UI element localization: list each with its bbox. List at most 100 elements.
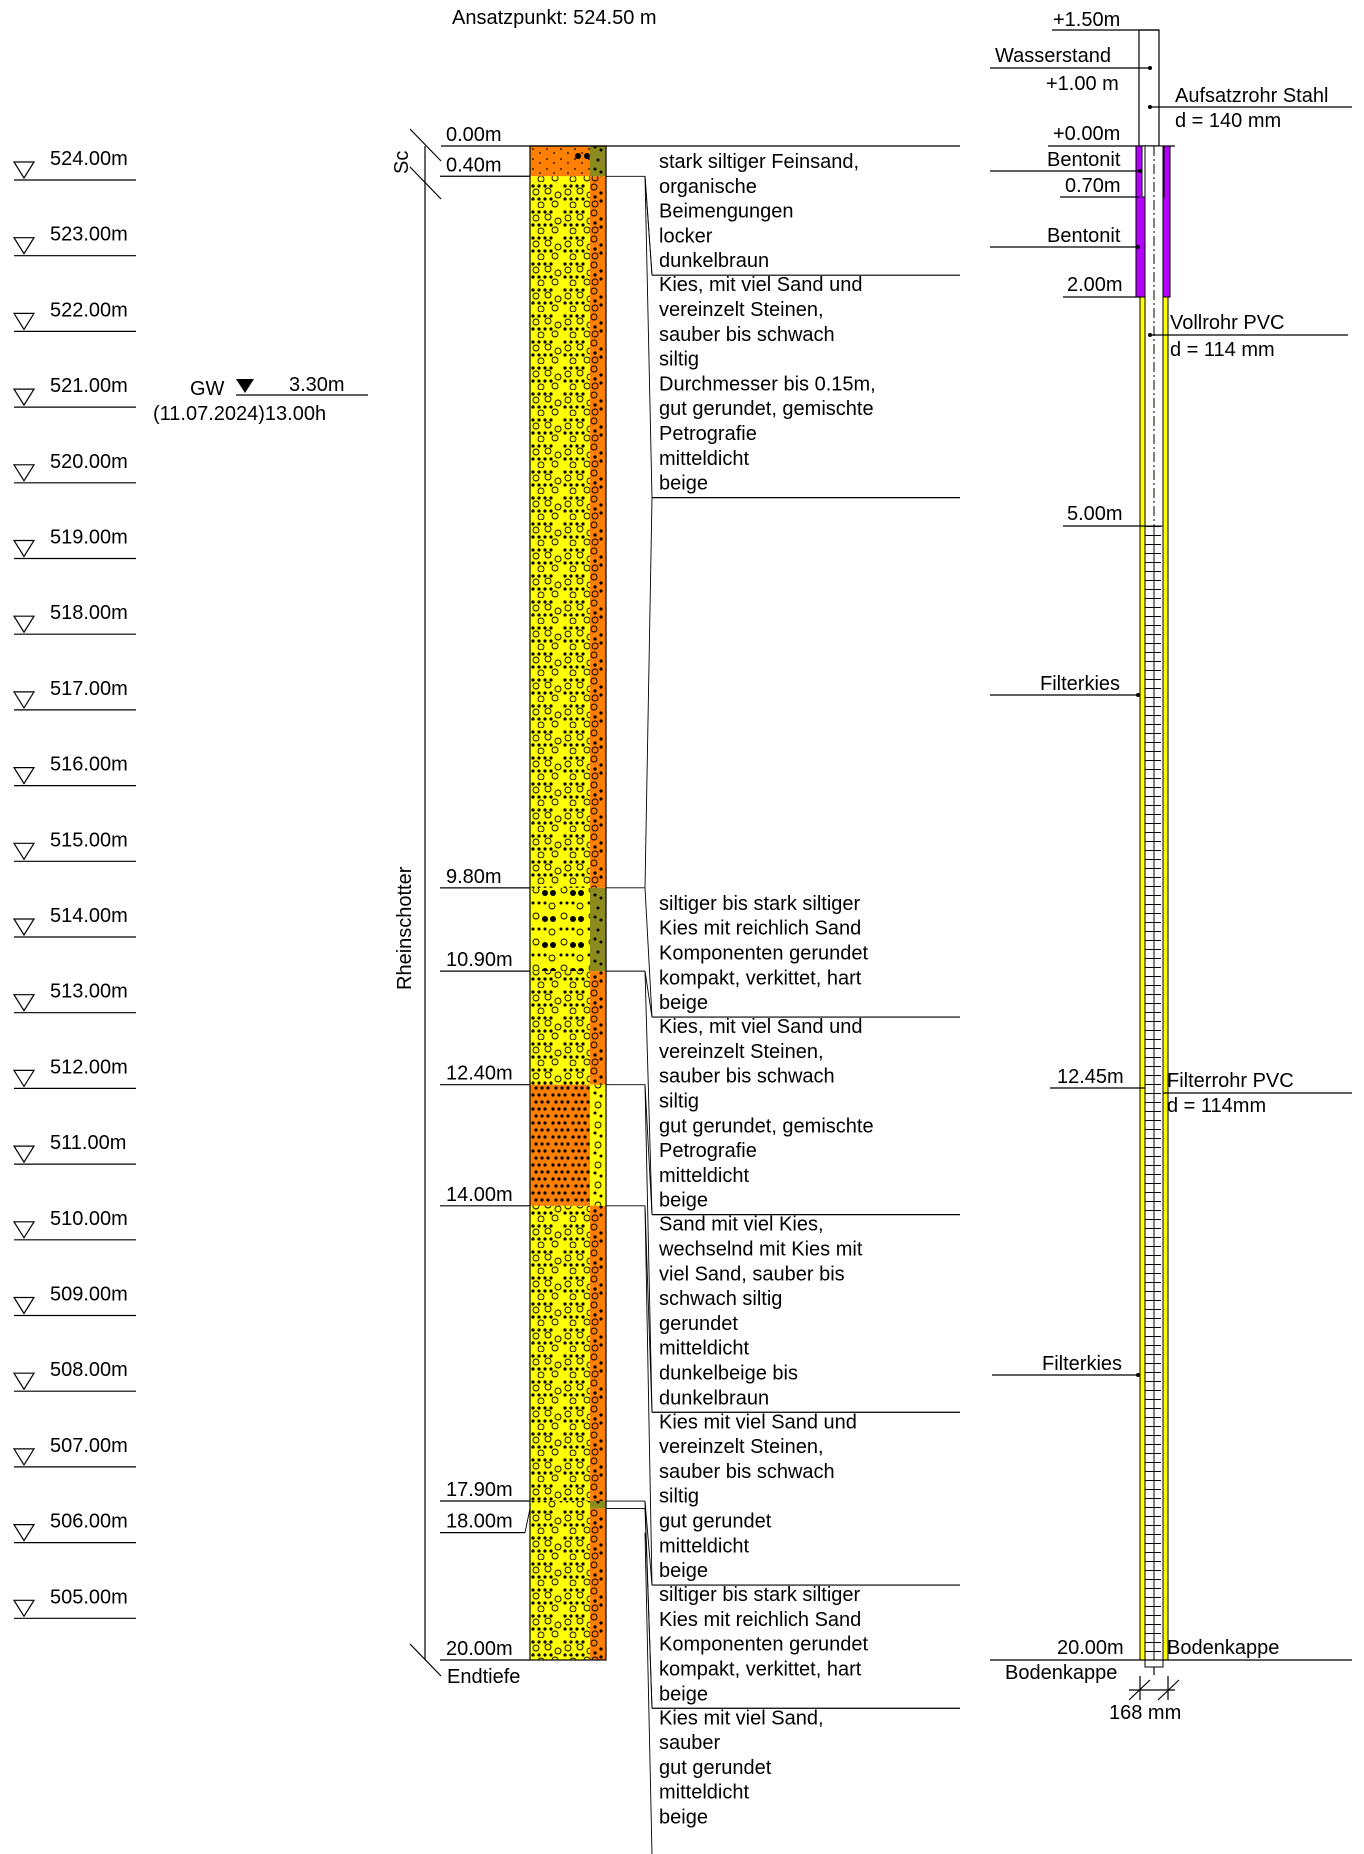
depth-label: 10.90m [446,949,513,971]
layer-description-line: sauber bis schwach [659,324,835,346]
depth-label: 18.00m [446,1511,513,1533]
depth-label: 20.00m [446,1638,513,1660]
depth-labels: 0.00m 0.40m 9.80m 10.90m 12.40m 14.00m 17.90m 1… [440,124,960,1661]
groundwater-label: GW [190,378,225,400]
depth-label: 0.40m [446,154,502,176]
layer-description-line: sauber bis schwach [659,1461,835,1483]
layer-description-line: viel Sand, sauber bis [659,1263,845,1285]
layer-description-line: gut gerundet [659,1510,772,1532]
elevation-triangle-icon [12,1448,36,1467]
elevation-label: 507.00m [50,1435,128,1457]
layer-description-line: kompakt, verkittet, hart [659,967,862,989]
layer-description-line: siltig [659,1090,699,1112]
layer-description-line: sauber bis schwach [659,1066,835,1088]
layer-description-line: Kies, mit viel Sand und [659,274,862,296]
layer-description-line: siltiger bis stark siltiger [659,893,861,915]
bentonit-label-1: Bentonit [1047,149,1121,171]
bodenkappe-right: Bodenkappe [1167,1637,1279,1659]
well-top-100: +1.00 m [1046,73,1119,95]
layer-description-line: mitteldicht [659,1338,749,1360]
well-depth-070: 0.70m [1065,175,1121,197]
group-rheinschotter: Rheinschotter [394,866,416,990]
groundwater-triangle-icon [236,379,254,393]
ansatzpunkt-label: Ansatzpunkt: 524.50 m [452,7,657,29]
layer-description-line: gerundet [659,1313,738,1335]
well-depth-200: 2.00m [1067,274,1123,296]
elevation-triangle-icon [12,1296,36,1315]
layer-description-line: schwach siltig [659,1288,782,1310]
borehole-column [529,145,607,1661]
well-top-150: +1.50m [1053,9,1120,31]
layer-description-line: beige [659,1806,708,1828]
layer-description-line: organische [659,176,757,198]
layer-fill-side-0 [590,146,606,177]
layer-description-line: mitteldicht [659,1165,749,1187]
depth-label: 17.90m [446,1479,513,1501]
elevation-triangle-icon [12,842,36,861]
layer-description-line: Kies mit viel Sand und [659,1411,857,1433]
elevation-label: 505.00m [50,1586,128,1608]
bodenkappe-left: Bodenkappe [1005,1662,1117,1684]
layer-description-line: gut gerundet [659,1757,772,1779]
elevation-triangle-icon [12,388,36,407]
layer-fill-3 [530,971,590,1085]
well-depth-2000: 20.00m [1057,1637,1124,1659]
layer-fill-side-4 [590,1084,606,1206]
layer-fill-side-3 [590,971,606,1085]
elevation-triangle-icon [12,1524,36,1542]
elevation-label: 510.00m [50,1208,128,1230]
elevation-label: 515.00m [50,829,128,851]
vollrohr-label: Vollrohr PVC [1170,312,1285,334]
filterrohr-label: Filterrohr PVC [1167,1070,1294,1092]
group-sc: Sc [391,151,413,174]
layer-description-line: gut gerundet, gemischte [659,1115,874,1137]
layer-description-line: Komponenten gerundet [659,1634,868,1656]
elevation-label: 520.00m [50,451,128,473]
layer-description-line: siltiger bis stark siltiger [659,1584,861,1606]
strata-group-bar: Sc Rheinschotter [391,128,442,1677]
layer-description-line: locker [659,225,713,247]
depth-label: 0.00m [446,124,502,146]
elevation-label: 509.00m [50,1284,128,1306]
endtiefe-label: Endtiefe [447,1666,520,1688]
depth-label: 9.80m [446,866,502,888]
layer-description-line: dunkelbeige bis [659,1362,798,1384]
well-depth-500: 5.00m [1067,503,1123,525]
layer-description-line: beige [659,1190,708,1212]
layer-description-line: Sand mit viel Kies, [659,1214,824,1236]
layer-fill-side-7 [590,1508,606,1660]
groundwater-marker: GW 3.30m (11.07.2024)13.00h [153,374,368,425]
elevation-triangle-icon [12,1372,36,1391]
vollrohr-diameter: d = 114 mm [1170,339,1275,361]
layer-description-line: dunkelbraun [659,250,769,272]
elevation-triangle-icon [12,1069,36,1088]
well-top-000: +0.00m [1053,123,1120,145]
elevation-label: 524.00m [50,148,128,170]
elevation-scale: 524.00m523.00m522.00m521.00m520.00m519.0… [12,148,136,1619]
layer-description-line: vereinzelt Steinen, [659,299,824,321]
layer-description-line: mitteldicht [659,1782,749,1804]
layer-description-line: Kies, mit viel Sand und [659,1016,862,1038]
layer-fill-side-2 [590,887,606,972]
layer-fill-1 [530,176,590,888]
layer-fill-side-1 [590,176,606,888]
well-depth-1245: 12.45m [1057,1066,1124,1088]
elevation-label: 512.00m [50,1056,128,1078]
layer-description-line: Durchmesser bis 0.15m, [659,373,876,395]
filterrohr-diameter: d = 114mm [1167,1095,1266,1117]
layer-description-line: beige [659,1560,708,1582]
layer-fill-4 [530,1084,590,1206]
depth-label: 12.40m [446,1063,513,1085]
elevation-triangle-icon [12,464,36,482]
elevation-triangle-icon [12,767,36,785]
layer-description-line: beige [659,992,708,1014]
well-construction: +1.50m Wasserstand +1.00 m Aufsatzrohr S… [990,9,1352,1724]
elevation-label: 519.00m [50,527,128,549]
bentonit-label-2: Bentonit [1047,225,1121,247]
elevation-label: 516.00m [50,754,128,776]
depth-label: 14.00m [446,1184,513,1206]
bottom-cap [1144,1659,1164,1668]
layer-description-line: Beimengungen [659,201,794,223]
layer-description-line: wechselnd mit Kies mit [658,1238,863,1260]
